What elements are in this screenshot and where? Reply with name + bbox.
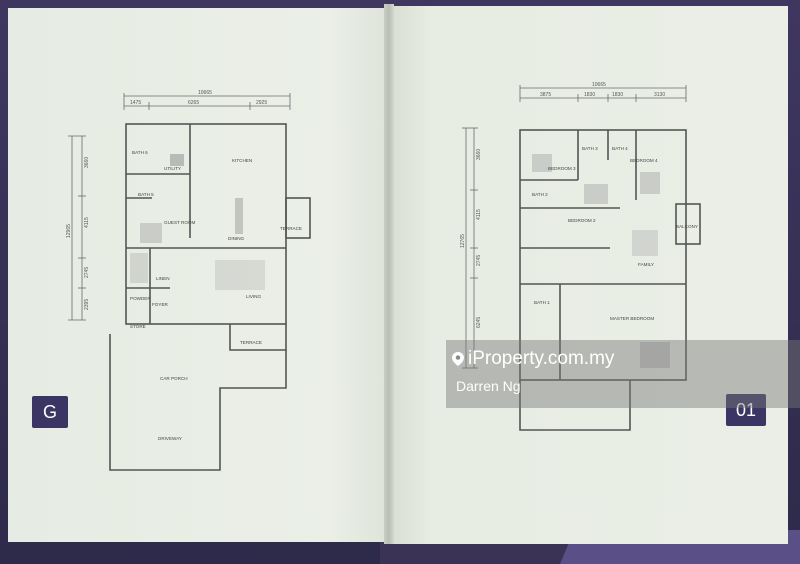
room-label: BEDROOM 4 — [630, 158, 658, 163]
first-floor-plan: BATH 3 BATH 4 BEDROOM 3 BEDROOM 4 BATH 2… — [460, 82, 701, 431]
room-label: BEDROOM 3 — [548, 166, 576, 171]
side-dimension: 2745 — [476, 255, 482, 266]
side-dimension: 3660 — [476, 149, 482, 160]
room-label: FAMILY — [638, 262, 654, 267]
room-label: DINING — [228, 236, 245, 241]
floor-badge-first: 01 — [726, 394, 766, 426]
room-label: MASTER BEDROOM — [610, 316, 654, 321]
top-dimension: 3875 — [540, 92, 551, 98]
top-dimension: 1830 — [612, 92, 623, 98]
side-dimension: 2395 — [84, 299, 90, 310]
overall-dimension: 10665 — [592, 82, 606, 88]
side-dimension: 2745 — [84, 267, 90, 278]
room-label: BEDROOM 2 — [568, 218, 596, 223]
right-page — [392, 6, 788, 544]
room-label: BATH 6 — [132, 150, 148, 155]
side-dimension: 6245 — [476, 317, 482, 328]
room-label: POWDER — [130, 296, 151, 301]
room-label: UTILITY — [164, 166, 181, 171]
top-dimension: 6265 — [188, 100, 199, 106]
location-pin-icon — [452, 352, 464, 366]
room-label: BATH 3 — [582, 146, 598, 151]
left-page — [8, 8, 386, 542]
side-dimension: 3660 — [84, 157, 90, 168]
floor-badge-ground: G — [32, 396, 68, 428]
side-dimension: 12765 — [460, 234, 466, 248]
room-label: TERRACE — [240, 340, 262, 345]
room-label: BATH 2 — [532, 192, 548, 197]
ground-floor-plan: BATH 6 UTILITY KITCHEN BATH 5 GUEST ROOM… — [66, 90, 311, 471]
watermark-band — [446, 340, 800, 408]
room-label: BATH 5 — [138, 192, 154, 197]
room-label: BATH 4 — [612, 146, 628, 151]
room-label: DRIVEWAY — [158, 436, 182, 441]
watermark-logo: iProperty.com.my — [452, 348, 614, 370]
watermark-agent: Darren Ng — [456, 378, 521, 394]
top-dimension: 1830 — [584, 92, 595, 98]
room-label: CAR PORCH — [160, 376, 188, 381]
room-label: LIVING — [246, 294, 261, 299]
top-dimension: 1475 — [130, 100, 141, 106]
side-dimension: 4115 — [476, 209, 482, 220]
top-dimension: 2925 — [256, 100, 267, 106]
overall-dimension: 10665 — [198, 90, 212, 96]
room-label: LINEN — [156, 276, 170, 281]
room-label: BALCONY — [676, 224, 698, 229]
room-label: TERRACE — [280, 226, 302, 231]
page-gutter — [384, 4, 394, 544]
side-dimension: 12965 — [66, 224, 72, 238]
side-dimension: 4115 — [84, 217, 90, 228]
room-label: KITCHEN — [232, 158, 252, 163]
top-dimension: 3130 — [654, 92, 665, 98]
watermark-brand: iProperty.com.my — [468, 348, 615, 369]
room-label: FOYER — [152, 302, 169, 307]
room-label: BATH 1 — [534, 300, 550, 305]
room-label: STORE — [130, 324, 146, 329]
room-label: GUEST ROOM — [164, 220, 195, 225]
